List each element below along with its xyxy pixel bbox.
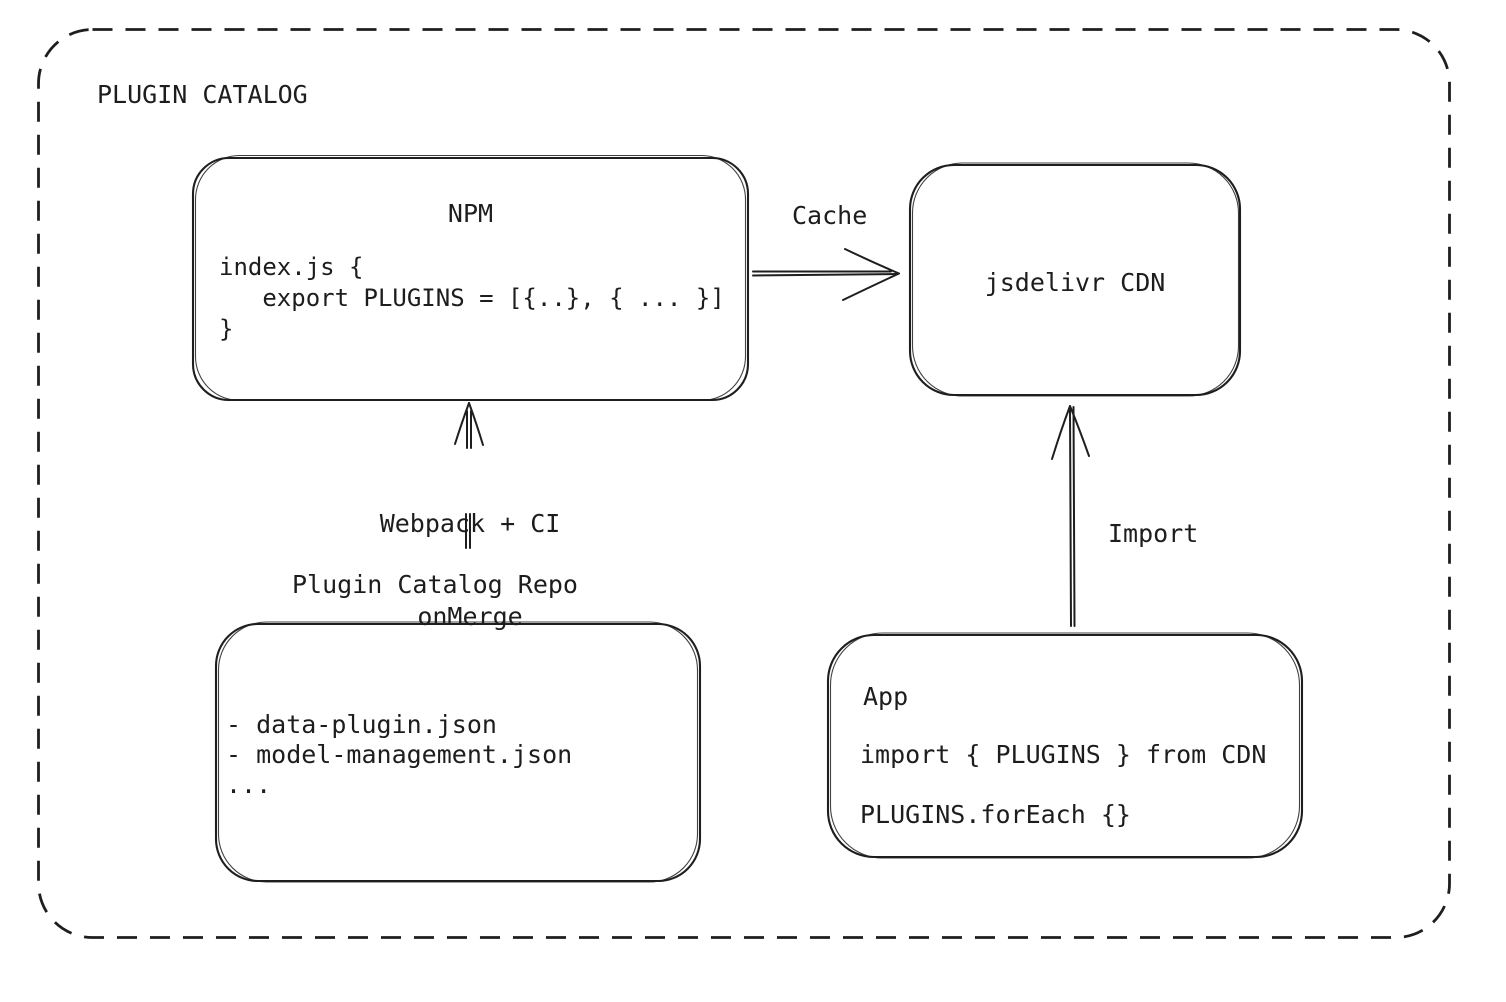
import-arrow-label: Import (1108, 519, 1199, 548)
build-arrow (454, 402, 484, 549)
cdn-box-outline (908, 162, 1242, 397)
build-arrow-label-line2: onMerge (417, 602, 523, 631)
catalog-title: PLUGIN CATALOG (97, 80, 308, 109)
repo-file-item-1: - data-plugin.json (226, 710, 497, 739)
app-node-title: App (863, 682, 909, 711)
cache-arrow-label: Cache (792, 201, 868, 230)
build-arrow-label: Webpack + CI onMerge (330, 446, 610, 694)
catalog-boundary-outline (37, 28, 1451, 939)
npm-box-outline (191, 154, 750, 402)
repo-file-item-3: ... (226, 770, 272, 799)
npm-code-block: index.js { export PLUGINS = [{..}, { ...… (219, 252, 725, 345)
build-arrow-label-line1: Webpack + CI (379, 509, 561, 538)
repo-file-list: - data-plugin.json - model-management.js… (226, 710, 572, 800)
npm-node-title: NPM (447, 199, 494, 228)
repo-node-label: Plugin Catalog Repo (292, 570, 578, 599)
cdn-node-label: jsdelivr CDN (984, 268, 1166, 297)
npm-code-line-3: } (219, 315, 234, 343)
app-box-outline (826, 632, 1304, 859)
import-arrow (1051, 405, 1090, 627)
app-import-line: import { PLUGINS } from CDN (860, 740, 1267, 769)
npm-code-line-1: index.js { (219, 253, 364, 281)
cache-arrow (752, 248, 900, 301)
npm-code-line-2: export PLUGINS = [{..}, { ... }] (219, 284, 725, 312)
repo-file-item-2: - model-management.json (226, 740, 573, 769)
app-foreach-line: PLUGINS.forEach {} (860, 800, 1131, 829)
repo-box-outline (214, 621, 702, 883)
